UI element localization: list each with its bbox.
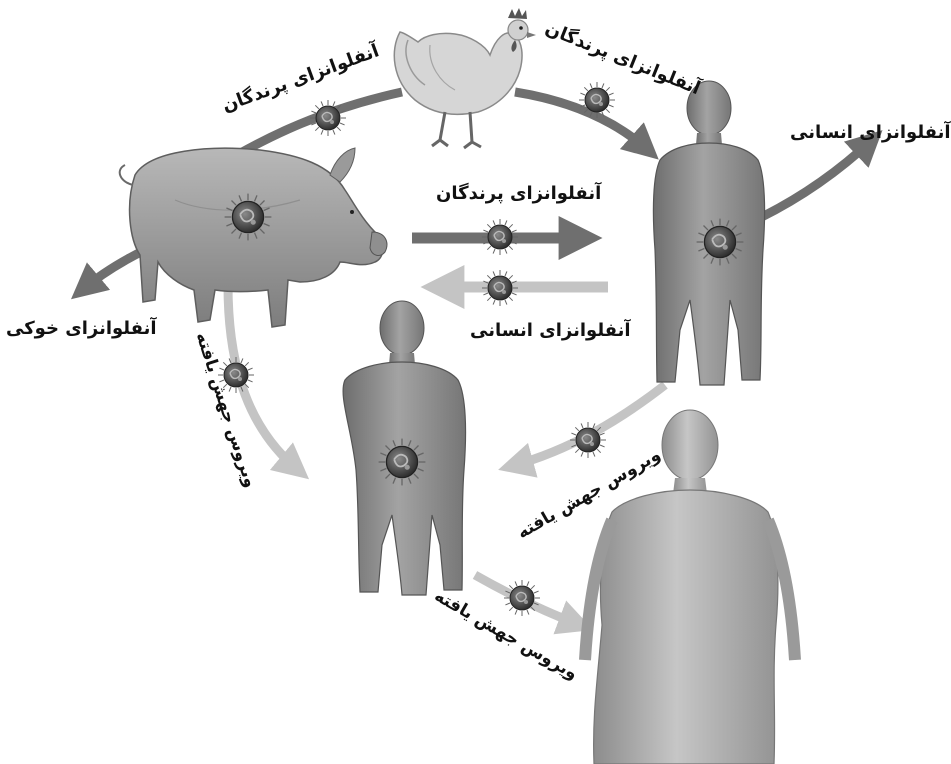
human-new-figure xyxy=(585,410,795,764)
label-human-flu-center: آنفلوانزای انسانی xyxy=(470,320,631,341)
label-swine-flu: آنفلوانزای خوکی xyxy=(6,318,157,339)
label-human-flu-right: آنفلوانزای انسانی xyxy=(790,122,951,143)
chicken-figure xyxy=(394,8,536,148)
label-avian-flu-center: آنفلوانزای پرندگان xyxy=(436,183,601,204)
arrow-chicken-to-human xyxy=(515,92,648,150)
pig-figure xyxy=(120,148,387,327)
